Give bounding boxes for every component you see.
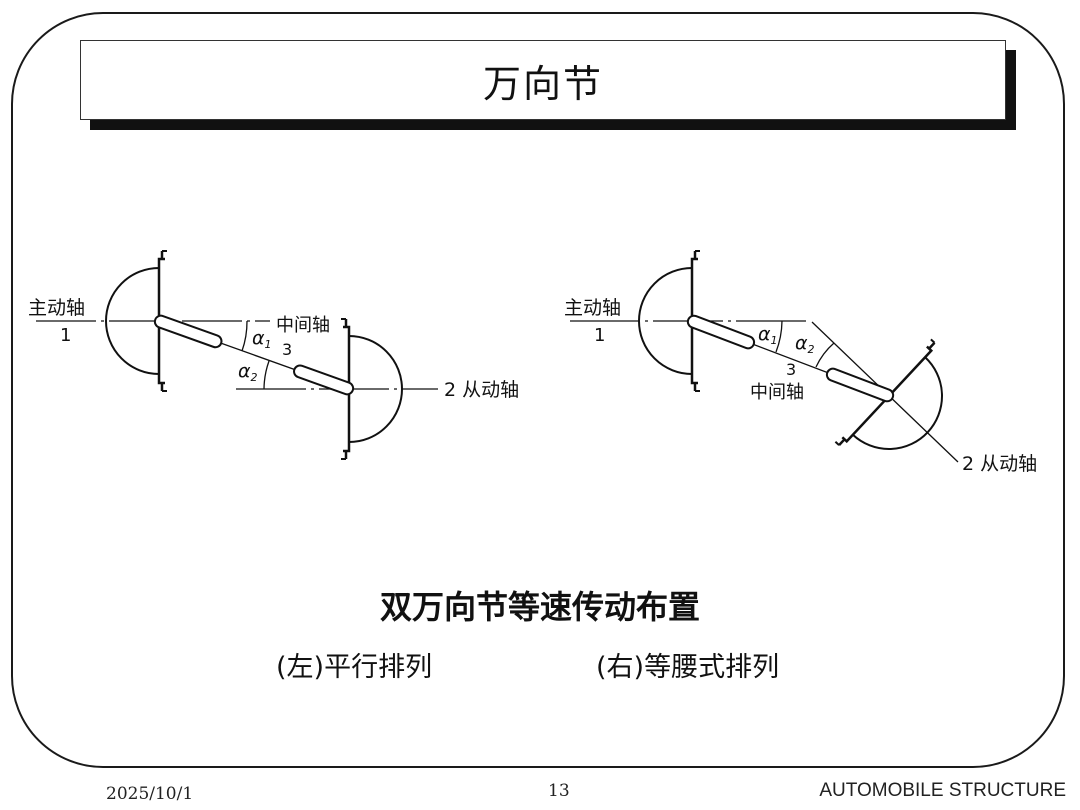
slide-frame bbox=[11, 12, 1065, 768]
label-driving-num: 1 bbox=[60, 325, 71, 346]
angle-arc-alpha1 bbox=[241, 320, 248, 352]
label-alpha1: α1 bbox=[758, 323, 778, 347]
shaft-slot-left bbox=[686, 314, 756, 350]
figure-caption: 双万向节等速传动布置 bbox=[379, 588, 700, 626]
caption-right-isosceles: (右)等腰式排列 bbox=[596, 652, 780, 683]
label-driving-shaft: 主动轴 bbox=[28, 297, 85, 319]
label-alpha2: α2 bbox=[238, 360, 258, 384]
label-alpha1: α1 bbox=[252, 327, 272, 351]
title-box: 万向节 bbox=[80, 40, 1006, 120]
shaft-slot-right bbox=[825, 367, 895, 403]
label-intermediate-num: 3 bbox=[786, 360, 796, 379]
angle-arc-alpha2 bbox=[815, 342, 835, 368]
diagram-left-parallel: 主动轴 1 中间轴 3 α1 α2 2 从动轴 bbox=[28, 249, 519, 461]
label-driven-shaft: 2 从动轴 bbox=[444, 379, 519, 401]
label-driving-shaft: 主动轴 bbox=[564, 297, 621, 319]
label-driven-shaft: 2 从动轴 bbox=[962, 453, 1037, 475]
label-driving-num: 1 bbox=[594, 325, 605, 346]
footer-date: 2025/10/1 bbox=[106, 784, 194, 804]
shaft-slot-right bbox=[293, 364, 355, 396]
angle-arc-alpha1 bbox=[775, 320, 783, 353]
label-intermediate-num: 3 bbox=[282, 340, 292, 359]
shaft-slot-left bbox=[153, 314, 223, 349]
slide-title: 万向节 bbox=[482, 61, 603, 106]
label-intermediate-shaft: 中间轴 bbox=[750, 382, 804, 403]
caption-left-parallel: (左)平行排列 bbox=[276, 652, 433, 683]
diagram-right-isosceles: 主动轴 1 α1 α2 3 中间轴 2 从动轴 bbox=[564, 249, 1037, 485]
label-alpha2: α2 bbox=[795, 332, 815, 356]
angle-arc-alpha2 bbox=[263, 360, 270, 390]
label-intermediate-shaft: 中间轴 bbox=[276, 315, 330, 336]
page-number: 13 bbox=[548, 781, 570, 801]
footer-course-name: AUTOMOBILE STRUCTURE bbox=[819, 780, 1066, 801]
